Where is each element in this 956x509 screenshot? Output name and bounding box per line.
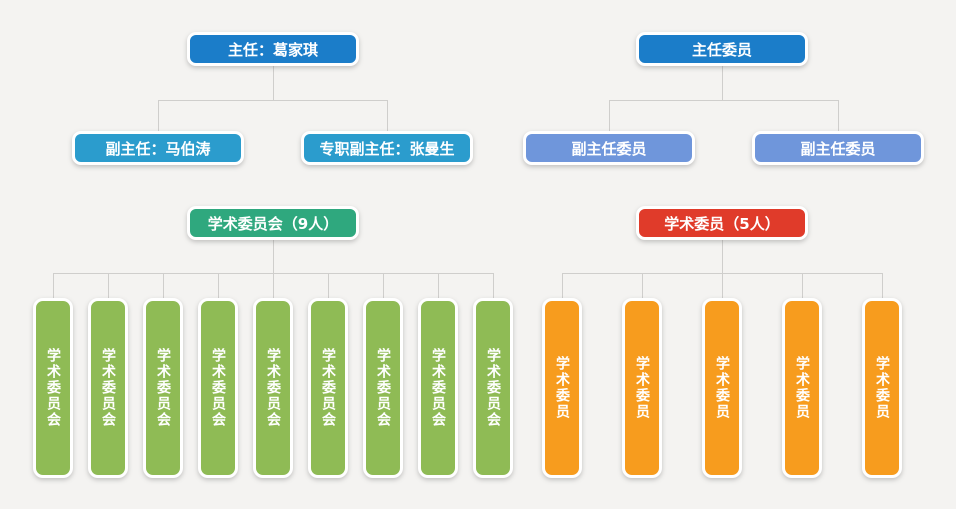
academic-committee-leaf: 学术委员会	[88, 298, 128, 478]
connector-line	[722, 66, 723, 100]
chief-member-node: 主任委员	[636, 32, 808, 66]
deputy-chief-member-label-2: 副主任委员	[800, 139, 876, 158]
connector-line	[882, 273, 883, 298]
connector-line	[438, 273, 439, 298]
academic-committee-leaf-label: 学术委员会	[485, 348, 501, 428]
connector-line	[158, 100, 388, 101]
connector-line	[328, 273, 329, 298]
academic-member-leaf: 学术委员	[702, 298, 742, 478]
academic-committee-leaf-label: 学术委员会	[45, 348, 61, 428]
academic-committee-header-label: 学术委员会（9人）	[207, 214, 339, 233]
academic-committee-leaf: 学术委员会	[198, 298, 238, 478]
academic-committee-leaf: 学术委员会	[418, 298, 458, 478]
connector-line	[53, 273, 54, 298]
academic-committee-leaf: 学术委员会	[308, 298, 348, 478]
fulltime-deputy-director-label: 专职副主任：张曼生	[319, 139, 455, 158]
deputy-chief-member-label-1: 副主任委员	[571, 139, 647, 158]
connector-line	[722, 240, 723, 273]
connector-line	[562, 273, 563, 298]
academic-committee-leaf-label: 学术委员会	[100, 348, 116, 428]
connector-line	[273, 273, 274, 298]
connector-line	[802, 273, 803, 298]
academic-committee-leaf: 学术委员会	[143, 298, 183, 478]
academic-member-leaf: 学术委员	[782, 298, 822, 478]
academic-member-leaf-label: 学术委员	[874, 356, 890, 420]
deputy-director-node: 副主任：马伯涛	[72, 131, 244, 165]
academic-committee-leaf-label: 学术委员会	[375, 348, 391, 428]
academic-members-header-label: 学术委员（5人）	[664, 214, 780, 233]
academic-member-leaf-label: 学术委员	[794, 356, 810, 420]
academic-committee-leaf: 学术委员会	[473, 298, 513, 478]
academic-member-leaf: 学术委员	[542, 298, 582, 478]
connector-line	[609, 100, 839, 101]
connector-line	[387, 100, 388, 131]
fulltime-deputy-director-node: 专职副主任：张曼生	[301, 131, 473, 165]
connector-line	[838, 100, 839, 131]
academic-member-leaf-label: 学术委员	[714, 356, 730, 420]
academic-member-leaf: 学术委员	[622, 298, 662, 478]
connector-line	[108, 273, 109, 298]
academic-committee-leaf-label: 学术委员会	[210, 348, 226, 428]
academic-member-leaf-label: 学术委员	[554, 356, 570, 420]
academic-member-leaf-label: 学术委员	[634, 356, 650, 420]
connector-line	[383, 273, 384, 298]
academic-committee-leaf: 学术委员会	[363, 298, 403, 478]
academic-member-leaf: 学术委员	[862, 298, 902, 478]
connector-line	[158, 100, 159, 131]
academic-members-header-node: 学术委员（5人）	[636, 206, 808, 240]
academic-committee-leaf-label: 学术委员会	[430, 348, 446, 428]
academic-committee-leaf-label: 学术委员会	[320, 348, 336, 428]
connector-line	[722, 273, 723, 298]
connector-line	[163, 273, 164, 298]
deputy-director-label: 副主任：马伯涛	[105, 139, 211, 158]
connector-line	[609, 100, 610, 131]
connector-line	[493, 273, 494, 298]
chief-member-label: 主任委员	[691, 40, 752, 59]
academic-committee-leaf-label: 学术委员会	[155, 348, 171, 428]
academic-committee-header-node: 学术委员会（9人）	[187, 206, 359, 240]
director-label: 主任：葛家琪	[227, 40, 318, 59]
connector-line	[218, 273, 219, 298]
academic-committee-leaf-label: 学术委员会	[265, 348, 281, 428]
deputy-chief-member-node-2: 副主任委员	[752, 131, 924, 165]
connector-line	[273, 240, 274, 273]
director-node: 主任：葛家琪	[187, 32, 359, 66]
connector-line	[642, 273, 643, 298]
academic-committee-leaf: 学术委员会	[33, 298, 73, 478]
academic-committee-leaf: 学术委员会	[253, 298, 293, 478]
connector-line	[273, 66, 274, 100]
deputy-chief-member-node-1: 副主任委员	[523, 131, 695, 165]
